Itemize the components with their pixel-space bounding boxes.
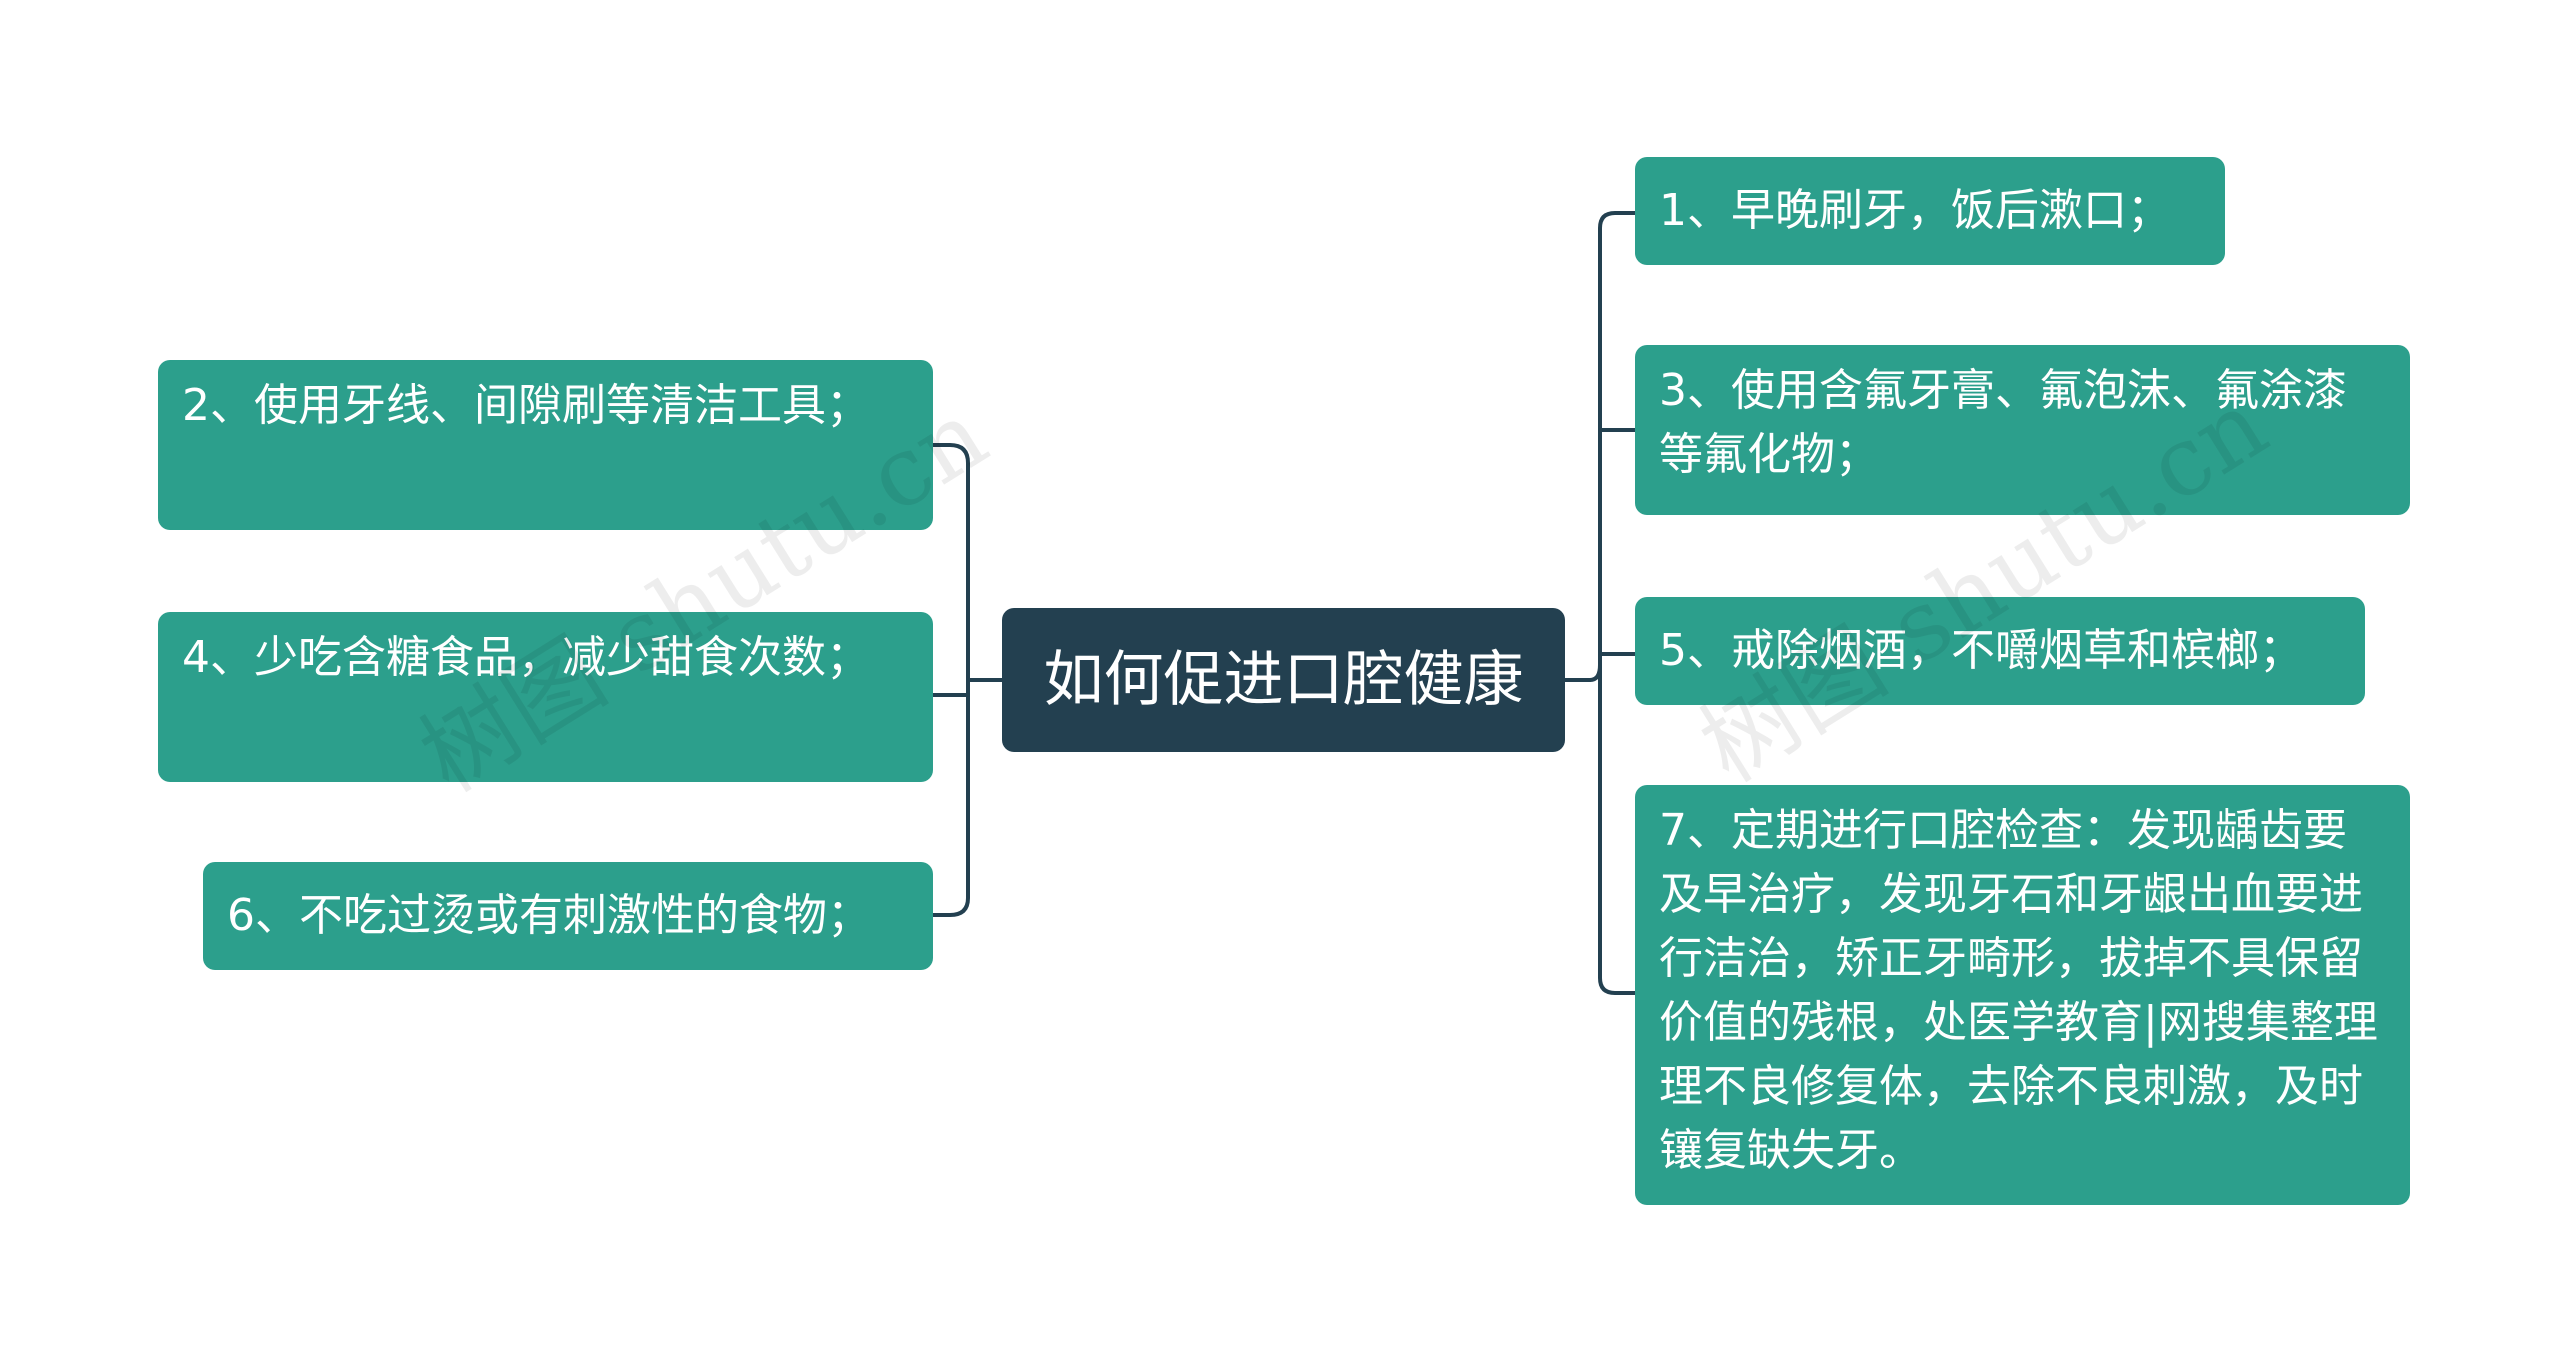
branch-2-node[interactable]: 2、使用牙线、间隙刷等清洁工具； [158,360,933,530]
branch-6-node[interactable]: 6、不吃过烫或有刺激性的食物； [203,862,933,970]
branch-3-node[interactable]: 3、使用含氟牙膏、氟泡沫、氟涂漆等氟化物； [1635,345,2410,515]
branch-1-node[interactable]: 1、早晚刷牙，饭后漱口； [1635,157,2225,265]
connector-branch-5 [1588,652,1637,682]
root-topic[interactable]: 如何促进口腔健康 [1002,608,1565,752]
branch-4-node[interactable]: 4、少吃含糖食品，减少甜食次数； [158,612,933,782]
connector-branch-2 [931,443,970,917]
branch-5-node[interactable]: 5、戒除烟酒，不嚼烟草和槟榔； [1635,597,2365,705]
connector-branch-1 [1598,211,1637,995]
branch-7-node[interactable]: 7、定期进行口腔检查：发现龋齿要及早治疗，发现牙石和牙龈出血要进行洁治，矫正牙畸… [1635,785,2410,1205]
